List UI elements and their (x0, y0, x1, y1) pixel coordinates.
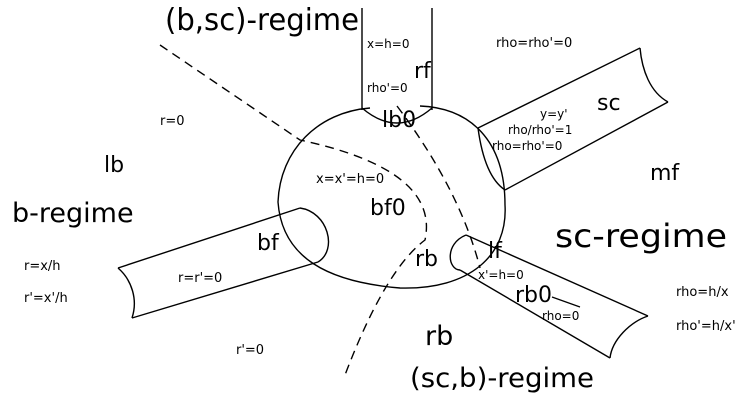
rb0-tick (551, 296, 581, 308)
regime-label-sc: sc-regime (555, 217, 727, 255)
eq-x-xprime-h-0: x=x'=h=0 (316, 172, 384, 187)
face-label-lf: lf (488, 239, 503, 264)
face-label-mf: mf (650, 161, 680, 186)
regime-label-b-sc: (b,sc)-regime (165, 3, 359, 38)
regime-boundaries (159, 44, 481, 376)
eq-rho-rho-prime-0-sc: rho=rho'=0 (492, 139, 562, 153)
eq-r-0: r=0 (160, 114, 185, 129)
rf-cylinder (361, 8, 433, 124)
face-label-sc: sc (597, 91, 621, 116)
eq-y-yprime: y=y' (540, 107, 568, 121)
eq-rho-ratio: rho/rho'=1 (508, 123, 572, 137)
eq-x-h-0-top: x=h=0 (367, 37, 409, 51)
face-label-bf0: bf0 (370, 196, 406, 221)
lf-cylinder (449, 234, 649, 359)
regime-label-sc-b: (sc,b)-regime (410, 363, 594, 394)
face-label-bf: bf (257, 231, 280, 256)
bf0-face (277, 105, 506, 289)
bf-cylinder (117, 207, 330, 319)
eq-rho-prime-0-top: rho'=0 (367, 81, 408, 95)
boundary-b-sc (159, 44, 428, 376)
sc-cylinder (477, 47, 669, 191)
face-label-lb0: lb0 (382, 108, 416, 133)
eq-r-rprime-0: r=r'=0 (178, 271, 222, 286)
eq-rhoprime-h-over-xprime: rho'=h/x' (676, 319, 736, 334)
face-label-rb0: rb0 (515, 283, 552, 308)
eq-rprime-0: r'=0 (236, 343, 264, 358)
eq-xprime-h-0: x'=h=0 (478, 268, 524, 282)
eq-rho-0: rho=0 (542, 309, 579, 323)
face-label-rb-inner: rb (415, 247, 438, 272)
face-label-rb-outer: rb (425, 321, 453, 352)
eq-rho-rho-prime-0-top: rho=rho'=0 (496, 36, 572, 51)
boundary-lb0-lf (396, 105, 481, 269)
face-label-lb: lb (104, 153, 124, 178)
eq-rprime-xprime-over-h: r'=x'/h (24, 291, 68, 306)
eq-rho-h-over-x: rho=h/x (676, 285, 729, 300)
regime-label-b: b-regime (12, 198, 134, 229)
eq-r-x-over-h: r=x/h (24, 259, 61, 274)
face-label-rf: rf (414, 59, 432, 84)
